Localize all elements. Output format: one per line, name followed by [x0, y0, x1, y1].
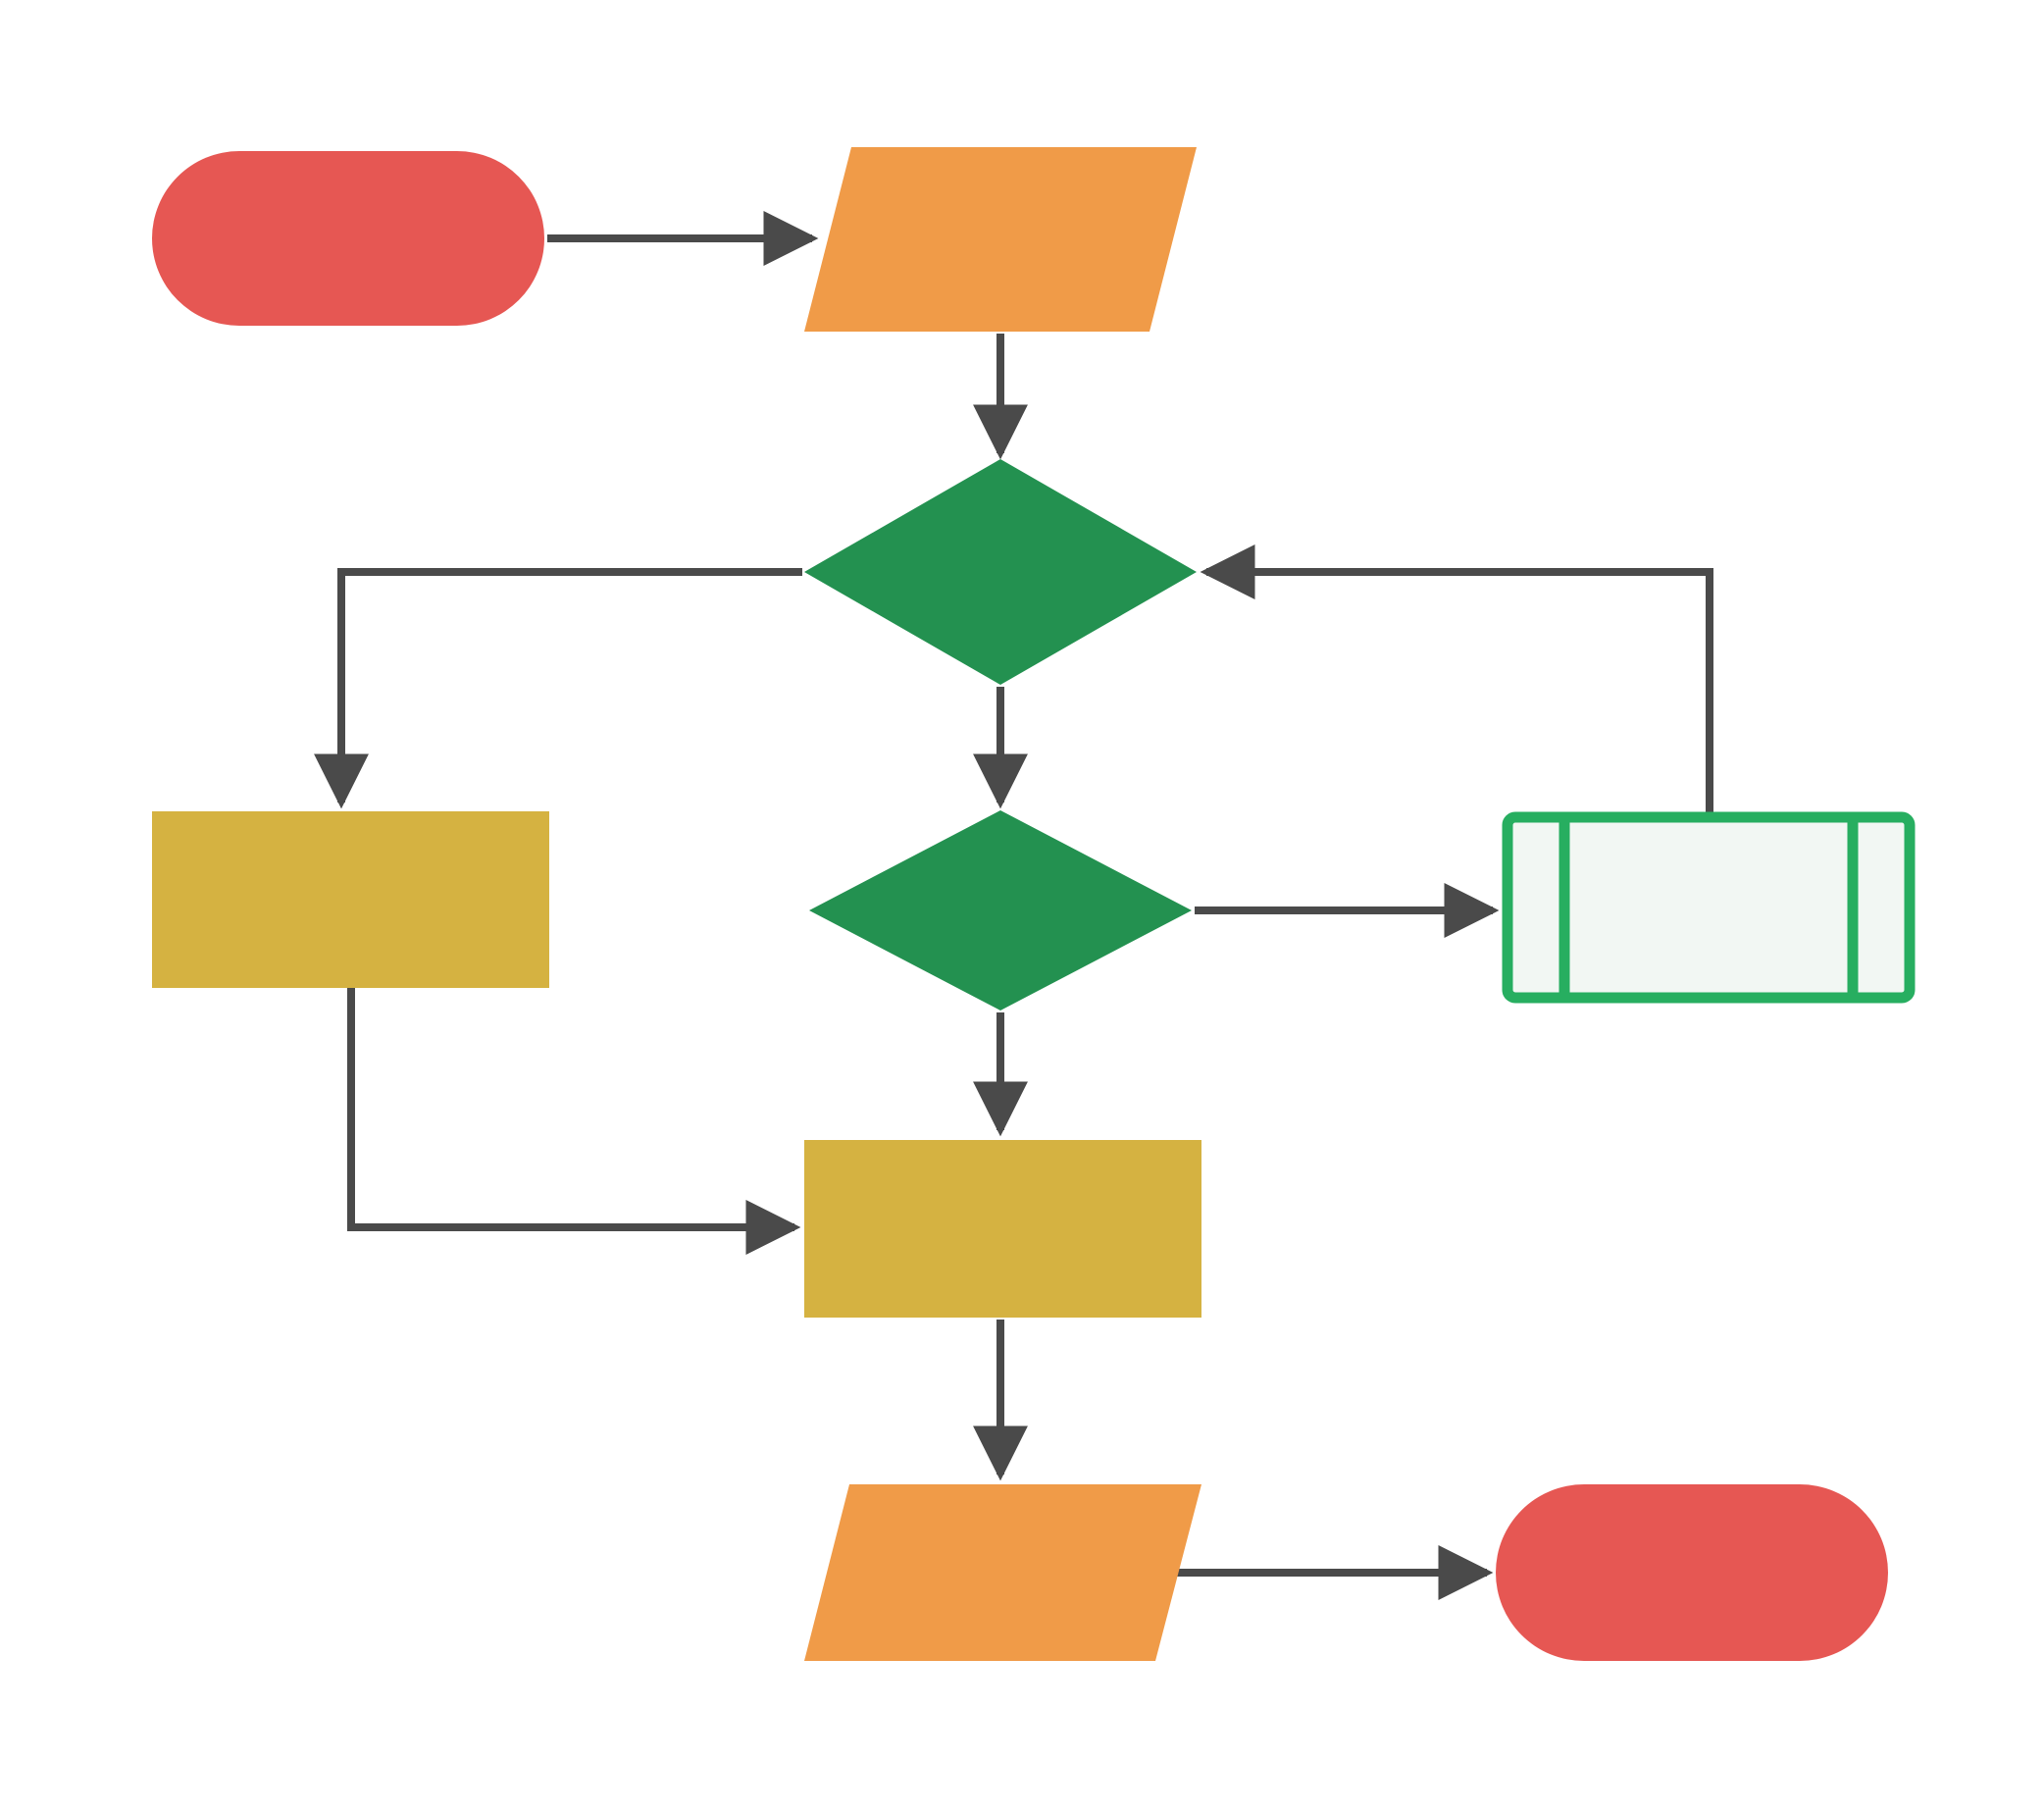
- edge-decision-1-to-process-left: [314, 568, 802, 809]
- node-end-terminator[interactable]: [1496, 1484, 1888, 1661]
- start-terminator-shape[interactable]: [152, 151, 544, 326]
- node-decision-2-diamond[interactable]: [809, 810, 1192, 1010]
- edge-layer: [314, 211, 1713, 1600]
- node-decision-1-diamond[interactable]: [804, 459, 1197, 685]
- node-process-main-rectangle[interactable]: [804, 1140, 1201, 1318]
- process-main-rect-shape[interactable]: [804, 1140, 1201, 1318]
- input-parallelogram-shape[interactable]: [804, 147, 1197, 332]
- decision-1-diamond-shape[interactable]: [804, 459, 1197, 685]
- edge-process-left-to-process-main: [347, 988, 801, 1255]
- subroutine-outer-shape[interactable]: [1502, 811, 1916, 1004]
- node-layer: [152, 147, 1916, 1661]
- node-input-parallelogram[interactable]: [804, 147, 1197, 332]
- decision-2-diamond-shape[interactable]: [809, 810, 1192, 1010]
- output-parallelogram-shape[interactable]: [804, 1484, 1201, 1661]
- process-left-rect-shape[interactable]: [152, 811, 549, 988]
- node-start-terminator[interactable]: [152, 151, 544, 326]
- node-subroutine-predefined-process[interactable]: [1502, 811, 1916, 1004]
- node-output-parallelogram[interactable]: [804, 1484, 1201, 1661]
- edge-subroutine-to-decision-1: [1200, 544, 1713, 812]
- end-terminator-shape[interactable]: [1496, 1484, 1888, 1661]
- node-process-left-rectangle[interactable]: [152, 811, 549, 988]
